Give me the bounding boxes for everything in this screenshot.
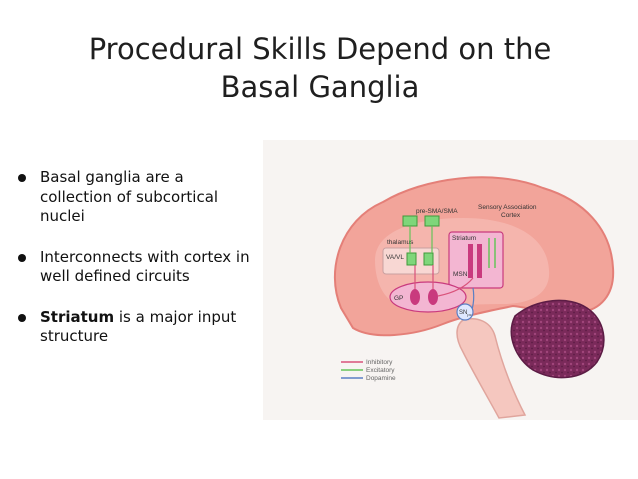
bullet-text: is a major input structure [40,307,237,346]
brain-illustration: pre-SMA/SMA Sensory Association Cortex t… [333,176,615,419]
inhibitory-path [437,277,474,297]
snpc-region [456,303,474,321]
inhibitory-path [414,265,434,289]
title-line-2: Basal Ganglia [220,70,420,104]
bullet-bold-term: Striatum [40,307,115,326]
bullet-item: Interconnects with cortex in well define… [16,248,256,287]
pre-sma-box-left [402,215,418,227]
bullet-dot-icon [18,174,26,182]
msn-bar-right [477,244,482,278]
bullet-item: Basal ganglia are a collection of subcor… [16,168,256,227]
legend-excitatory-label: Excitatory [366,367,395,374]
msn-label: MSN [453,271,468,278]
legend-dopamine-label: Dopamine [366,375,396,382]
sensory-label-line-2: Cortex [501,212,521,219]
sensory-label-line-1: Sensory Association [478,204,537,211]
slide-title: Procedural Skills Depend on the Basal Ga… [40,30,600,106]
thalamus-label: thalamus [387,239,414,246]
pre-sma-label: pre-SMA/SMA [416,208,458,215]
legend-inhibitory-label: Inhibitory [366,359,393,366]
snpc-label: SNpc [459,310,472,317]
gp-label: GP [394,295,403,302]
bullet-dot-icon [18,253,26,262]
bullet-text: Basal ganglia are a collection of subcor… [40,168,219,225]
bullet-dot-icon [18,313,26,322]
bullet-list: Basal ganglia are a collection of subcor… [16,168,256,368]
legend: Inhibitory Excitatory Dopamine [341,359,396,382]
striatum-label: Striatum [452,235,476,242]
cerebellum-shape [510,299,605,379]
vavl-label: VA/VL [386,254,404,261]
bullet-item: Striatum is a major input structure [16,308,256,347]
vavl-box-left [406,252,417,266]
bullet-text: Interconnects with cortex in well define… [40,247,250,286]
excitatory-path [409,226,433,253]
pre-sma-box-right [424,215,440,227]
gp-nucleus-left [410,289,420,305]
vavl-box-right [423,252,434,266]
brainstem-shape [456,318,527,419]
msn-bar-left [468,244,473,278]
basal-ganglia-diagram: pre-SMA/SMA Sensory Association Cortex t… [263,140,638,420]
gp-nucleus-right [428,289,438,305]
title-line-1: Procedural Skills Depend on the [88,32,552,66]
